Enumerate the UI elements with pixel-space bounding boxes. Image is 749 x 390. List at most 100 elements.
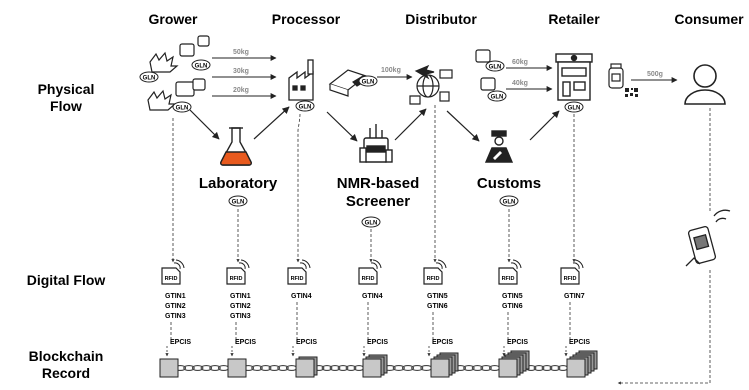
gtin-2-2: GTIN2: [230, 303, 251, 310]
block-stack-2: [227, 358, 247, 378]
customs-label: Customs: [477, 175, 541, 192]
grower-plant-icon-top: [149, 35, 210, 73]
qty-distributor-1: 60kg: [512, 59, 528, 66]
rfid-label-4: RFID: [362, 276, 375, 282]
qty-retailer-consumer: 500g: [647, 71, 663, 78]
store-icon: [555, 53, 593, 101]
actor-distributor: Distributor: [405, 11, 477, 27]
qr-code-icon: [625, 88, 638, 97]
gln-badge-grower-3: GLN: [172, 101, 192, 113]
svg-text:GLN: GLN: [176, 106, 189, 112]
chain-link-4: [383, 365, 433, 371]
block: [566, 358, 586, 378]
svg-text:GLN: GLN: [232, 200, 245, 206]
block-stack-4: [362, 354, 388, 378]
gtin-1-3: GTIN3: [165, 313, 186, 320]
gtin-2-3: GTIN3: [230, 313, 251, 320]
gtin-4-1: GTIN4: [362, 293, 383, 300]
svg-text:GLN: GLN: [195, 64, 208, 70]
gtin-5-2: GTIN6: [427, 303, 448, 310]
gln-badge-grower-2: GLN: [191, 59, 211, 71]
grower-to-processor-arrows: [212, 55, 277, 99]
chain-link-5: [454, 365, 501, 371]
gln-badge-distributor-2: GLN: [487, 90, 507, 102]
gln-badge-customs: GLN: [499, 195, 519, 207]
grower-plant-icon-bottom: [147, 78, 206, 111]
actor-processor: Processor: [272, 11, 341, 27]
rfid-label-1: RFID: [165, 276, 178, 282]
rfid-tag-2: RFID: [226, 259, 250, 285]
block-stack-3: [295, 356, 318, 378]
svg-text:GLN: GLN: [489, 65, 502, 71]
rfid-tag-1: RFID: [161, 259, 185, 285]
svg-text:GLN: GLN: [568, 106, 581, 112]
vertical-dashed-links: [171, 105, 711, 385]
block-stack-5: [430, 352, 459, 378]
rfid-label-5: RFID: [427, 276, 440, 282]
block: [362, 358, 382, 378]
svg-text:GLN: GLN: [503, 200, 516, 206]
intermediary-arrows: [189, 106, 560, 142]
block: [498, 358, 518, 378]
distributor-package-icons: [475, 49, 496, 91]
row-label-physical-line1: Physical: [38, 81, 95, 97]
digital-flow-layer: RFIDGTIN1GTIN2GTIN3EPCISRFIDGTIN1GTIN2GT…: [161, 259, 590, 357]
block-stack-1: [159, 358, 179, 378]
gtin-6-2: GTIN6: [502, 303, 523, 310]
block: [430, 358, 450, 378]
laboratory-label: Laboratory: [199, 175, 278, 192]
row-label-physical-line2: Flow: [50, 98, 82, 114]
rfid-tag-5: RFID: [423, 259, 447, 285]
consumer-person-icon: [684, 64, 726, 105]
rfid-label-2: RFID: [230, 276, 243, 282]
gtin-3-1: GTIN4: [291, 293, 312, 300]
gln-badge-distributor-1: GLN: [485, 60, 505, 72]
epcis-label-3: EPCIS: [296, 339, 317, 346]
row-label-digital: Digital Flow: [27, 272, 106, 288]
block-stack-7: [566, 350, 598, 378]
qty-grower-1: 50kg: [233, 49, 249, 56]
svg-text:GLN: GLN: [491, 95, 504, 101]
distributor-to-retailer-arrows: [506, 65, 553, 92]
block: [159, 358, 179, 378]
nmr-screener-icon: [359, 124, 393, 163]
blockchain-layer: [159, 350, 598, 378]
gln-badge-processor-package: GLN: [358, 75, 378, 87]
gln-badge-nmr: GLN: [361, 216, 381, 228]
gtin-1-1: GTIN1: [165, 293, 186, 300]
chain-link-6: [525, 365, 569, 371]
chain-link-1: [174, 365, 230, 371]
logistics-globe-icon: [409, 64, 453, 105]
rfid-label-3: RFID: [291, 276, 304, 282]
row-label-blockchain-line2: Record: [42, 365, 90, 381]
row-label-blockchain-line1: Blockchain: [29, 348, 104, 364]
gtin-5-1: GTIN5: [427, 293, 448, 300]
block: [227, 358, 247, 378]
svg-text:GLN: GLN: [365, 221, 378, 227]
gln-badge-processor: GLN: [295, 100, 315, 112]
qty-processor-distributor: 100kg: [381, 67, 401, 74]
gtin-7-1: GTIN7: [564, 293, 585, 300]
epcis-label-2: EPCIS: [235, 339, 256, 346]
block: [295, 358, 315, 378]
actor-grower: Grower: [148, 11, 198, 27]
nmr-label-line1: NMR-based: [337, 175, 420, 192]
mobile-scan-icon: [685, 209, 731, 267]
actor-retailer: Retailer: [548, 11, 600, 27]
epcis-label-4: EPCIS: [367, 339, 388, 346]
rfid-tag-6: RFID: [498, 259, 522, 285]
gtin-6-1: GTIN5: [502, 293, 523, 300]
chain-link-3: [313, 365, 365, 371]
gtin-1-2: GTIN2: [165, 303, 186, 310]
epcis-label-7: EPCIS: [569, 339, 590, 346]
gln-badge-laboratory: GLN: [228, 195, 248, 207]
actor-consumer: Consumer: [674, 11, 744, 27]
rfid-tag-3: RFID: [287, 259, 311, 285]
qty-grower-2: 30kg: [233, 68, 249, 75]
qty-distributor-2: 40kg: [512, 80, 528, 87]
rfid-label-7: RFID: [564, 276, 577, 282]
chain-link-2: [242, 365, 298, 371]
epcis-label-1: EPCIS: [170, 339, 191, 346]
customs-officer-icon: [484, 130, 514, 163]
